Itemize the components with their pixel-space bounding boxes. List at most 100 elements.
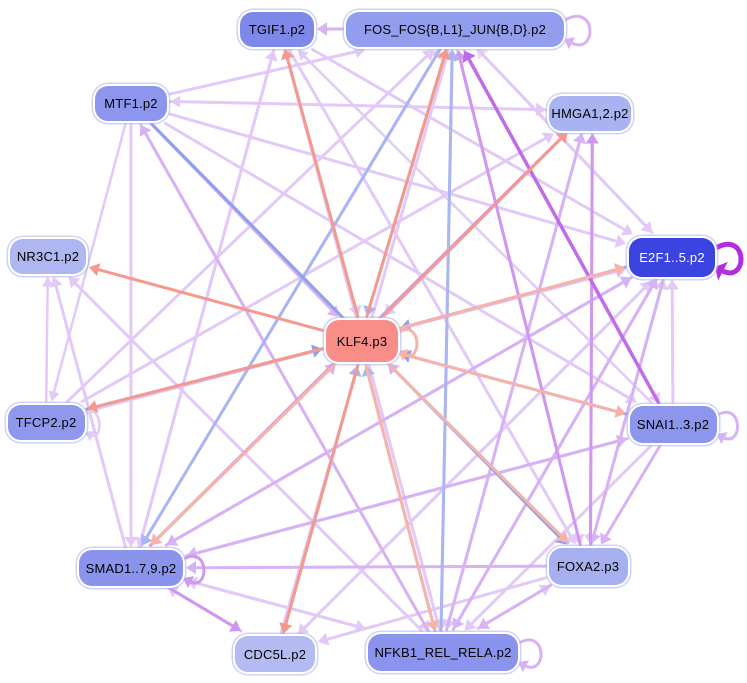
edge-arrowhead	[140, 533, 153, 546]
edge-line	[65, 54, 428, 403]
node-E2F1[interactable]: E2F1..5.p2	[629, 237, 715, 277]
edge-arrowhead	[48, 390, 60, 402]
edge-arrowhead	[614, 234, 626, 248]
edge-arrowhead	[279, 622, 293, 634]
self-loop-SMAD	[182, 554, 206, 585]
self-loop-NFKB	[517, 638, 543, 669]
self-loop-TFCP2	[84, 410, 101, 438]
edge-arrowhead	[541, 132, 554, 145]
edge-line	[80, 136, 547, 403]
edge-line	[284, 364, 360, 626]
edge-arrowhead	[166, 534, 179, 546]
edge-arrowhead	[437, 48, 451, 61]
edge-arrowhead	[585, 133, 599, 144]
node-NFKB[interactable]: NFKB1_REL_RELA.p2	[368, 633, 518, 671]
edge-line	[485, 583, 553, 625]
edge-line	[439, 57, 454, 632]
edge-line	[364, 364, 435, 623]
edge-line	[145, 46, 443, 539]
self-loop-E2F1	[713, 241, 744, 276]
edge-arrowhead	[426, 619, 440, 632]
edge-arrowhead	[614, 404, 626, 418]
edge-arrowhead	[572, 132, 586, 145]
edge-arrowhead	[715, 261, 728, 281]
edge-line	[185, 578, 358, 628]
edge-line	[458, 58, 582, 547]
edge-line	[44, 285, 49, 403]
edge-arrowhead	[41, 276, 54, 287]
edge-arrowhead	[613, 263, 626, 277]
node-MTF1[interactable]: MTF1.p2	[95, 85, 167, 121]
edge-arrowhead	[518, 660, 530, 673]
edge-line	[140, 48, 276, 540]
edge-line	[303, 55, 653, 404]
edge-arrowhead	[621, 223, 634, 236]
self-loop-KLF4	[397, 328, 419, 358]
edge-arrowhead	[183, 576, 195, 589]
edge-line	[97, 268, 325, 332]
node-SNAI[interactable]: SNAI1..3.p2	[629, 405, 717, 443]
edge-arrowhead	[556, 530, 569, 543]
edge-line	[164, 122, 630, 399]
edge-line	[54, 284, 127, 549]
edge-arrowhead	[124, 537, 138, 547]
edge-arrowhead	[716, 432, 728, 445]
edge-line	[311, 48, 626, 232]
edge-line	[386, 361, 563, 538]
edge-line	[445, 141, 581, 632]
edge-line	[398, 352, 618, 413]
node-FOS[interactable]: FOS_FOS{B,L1}_JUN{B,D}.p2	[346, 11, 564, 47]
node-KLF4[interactable]: KLF4.p3	[326, 320, 398, 362]
edge-arrowhead	[452, 617, 465, 630]
self-loop-FOS	[563, 14, 592, 47]
node-HMGA[interactable]: HMGA1,2.p2	[549, 95, 631, 131]
edge-arrowhead	[68, 276, 81, 289]
node-SMAD[interactable]: SMAD1..7,9.p2	[79, 550, 183, 586]
edge-arrowhead	[464, 618, 477, 631]
edge-arrowhead	[186, 561, 197, 575]
edge-line	[95, 347, 324, 409]
edge-arrowhead	[421, 49, 434, 62]
node-TFCP2[interactable]: TFCP2.p2	[7, 404, 85, 440]
node-NR3C1[interactable]: NR3C1.p2	[10, 238, 86, 274]
edge-arrowhead	[555, 131, 568, 144]
edge-arrowhead	[139, 124, 152, 137]
node-CDC5L[interactable]: CDC5L.p2	[235, 636, 315, 672]
edge-arrowhead	[398, 349, 410, 362]
edge-line	[194, 437, 629, 555]
edge-arrowhead	[297, 622, 310, 635]
edge-line	[144, 131, 431, 634]
edge-arrowhead	[354, 619, 366, 633]
edge-line	[467, 57, 661, 406]
edge-arrowhead	[326, 305, 339, 317]
edge-arrowhead	[229, 620, 242, 632]
edge-arrowhead	[84, 430, 96, 442]
edge-arrowhead	[600, 532, 612, 545]
edge-arrowhead	[354, 45, 366, 59]
edge-arrowhead	[478, 617, 491, 630]
edge-line	[74, 282, 424, 632]
edge-arrowhead	[49, 276, 63, 288]
edge-line	[178, 100, 548, 111]
edge-line	[398, 268, 618, 330]
edge-line	[168, 50, 357, 96]
node-FOXA2[interactable]: FOXA2.p3	[548, 547, 628, 585]
edge-arrowhead	[462, 50, 476, 64]
edge-arrowhead	[150, 533, 163, 546]
edge-arrowhead	[640, 220, 653, 233]
edge-line	[592, 277, 666, 536]
edge-line	[604, 444, 662, 538]
edge-line	[173, 275, 634, 542]
edge-arrowhead	[318, 632, 330, 646]
edge-line	[194, 564, 547, 570]
edge-line	[286, 57, 360, 318]
edge-line	[365, 56, 446, 318]
edge-arrowhead	[317, 22, 327, 36]
edge-line	[588, 142, 594, 547]
self-loop-SNAI	[716, 410, 739, 441]
edge-arrowhead	[564, 37, 576, 50]
edge-line	[168, 112, 618, 243]
node-TGIF1[interactable]: TGIF1.p2	[240, 11, 314, 47]
edge-line	[382, 137, 563, 317]
